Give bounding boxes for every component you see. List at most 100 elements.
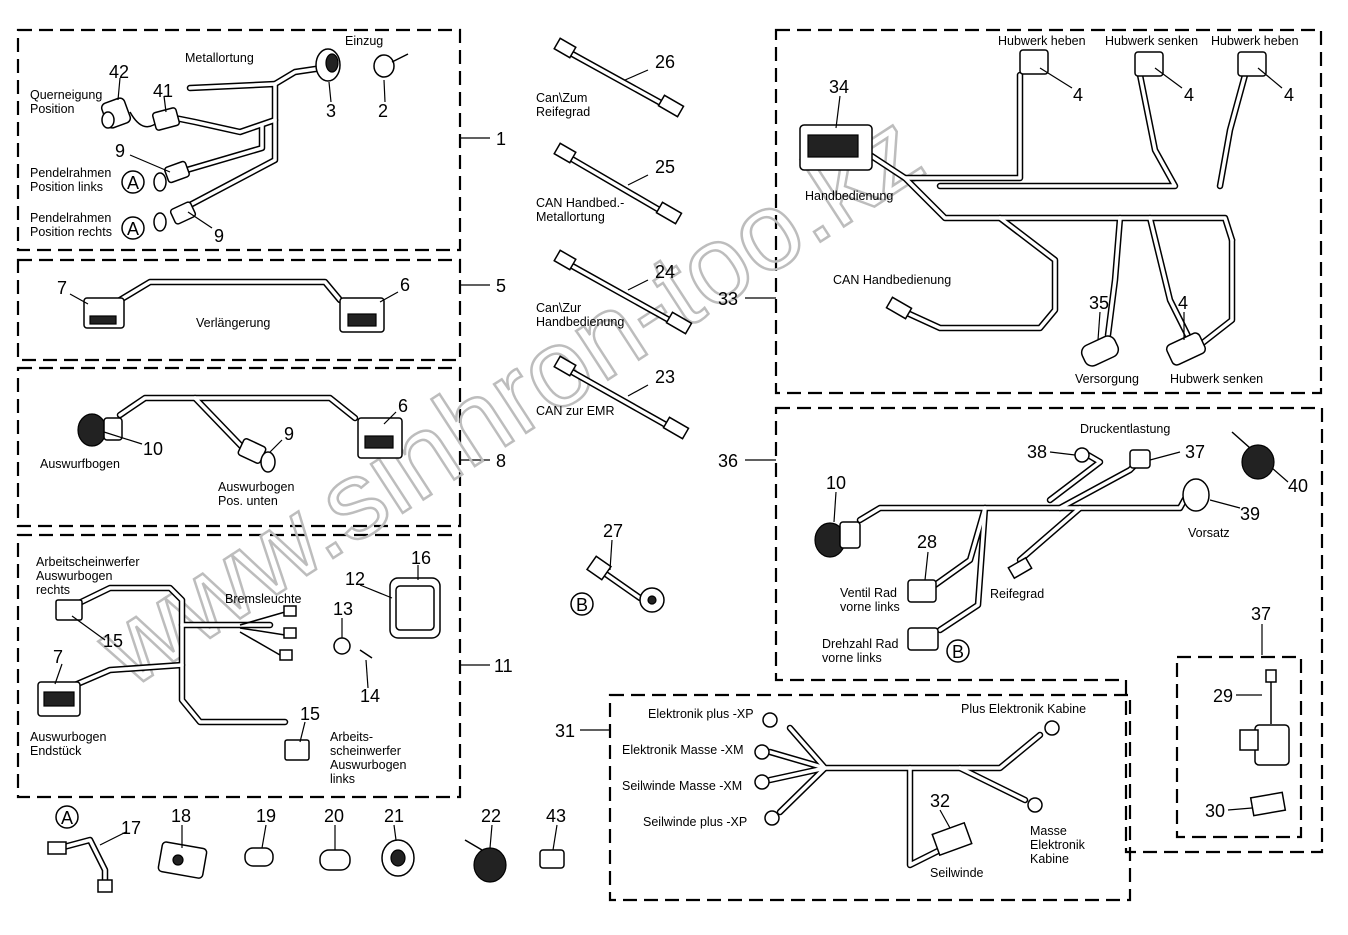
svg-text:Masse: Masse — [1030, 824, 1067, 838]
num-29: 29 — [1213, 686, 1233, 706]
num-10b: 10 — [826, 473, 846, 493]
num-7a: 7 — [57, 278, 67, 298]
svg-text:Bremsleuchte: Bremsleuchte — [225, 592, 301, 606]
num-4d: 4 — [1178, 293, 1188, 313]
svg-text:vorne links: vorne links — [822, 651, 882, 665]
svg-text:Plus Elektronik Kabine: Plus Elektronik Kabine — [961, 702, 1086, 716]
svg-text:Hubwerk heben: Hubwerk heben — [1211, 34, 1299, 48]
num-10a: 10 — [143, 439, 163, 459]
num-26: 26 — [655, 52, 675, 72]
svg-text:Auswurfbogen: Auswurfbogen — [40, 457, 120, 471]
num-8: 8 — [496, 451, 506, 471]
svg-text:Endstück: Endstück — [30, 744, 82, 758]
num-9b: 9 — [214, 226, 224, 246]
num-28: 28 — [917, 532, 937, 552]
num-21: 21 — [384, 806, 404, 826]
num-19: 19 — [256, 806, 276, 826]
svg-text:Hubwerk senken: Hubwerk senken — [1105, 34, 1198, 48]
svg-text:vorne links: vorne links — [840, 600, 900, 614]
group-box-31 — [608, 693, 1132, 902]
group-box-11 — [16, 533, 462, 799]
svg-text:Auswurbogen: Auswurbogen — [36, 569, 112, 583]
num-18: 18 — [171, 806, 191, 826]
part-numbers: 1 2 3 4 4 4 4 5 6 6 7 7 8 9 9 9 10 10 11… — [53, 52, 1308, 838]
svg-text:Position: Position — [30, 102, 75, 116]
group-box-1 — [16, 28, 462, 252]
group-box-37 — [1175, 655, 1303, 839]
num-27: 27 — [603, 521, 623, 541]
svg-text:Hubwerk heben: Hubwerk heben — [998, 34, 1086, 48]
svg-text:rechts: rechts — [36, 583, 70, 597]
harness-11 — [37, 577, 441, 761]
num-22: 22 — [481, 806, 501, 826]
num-13: 13 — [333, 599, 353, 619]
num-38: 38 — [1027, 442, 1047, 462]
svg-text:Drehzahl Rad: Drehzahl Rad — [822, 637, 898, 651]
circle-letter-b-1: B — [570, 592, 594, 616]
svg-text:Metallortung: Metallortung — [185, 51, 254, 65]
svg-text:Einzug: Einzug — [345, 34, 383, 48]
svg-text:Pos. unten: Pos. unten — [218, 494, 278, 508]
svg-text:Verlängerung: Verlängerung — [196, 316, 270, 330]
svg-text:Druckentlastung: Druckentlastung — [1080, 422, 1170, 436]
svg-text:B: B — [952, 642, 964, 662]
svg-text:Auswurbogen: Auswurbogen — [30, 730, 106, 744]
svg-text:Position links: Position links — [30, 180, 103, 194]
harness-8 — [77, 394, 403, 473]
num-36: 36 — [718, 451, 738, 471]
circle-letter-a-2: A — [121, 216, 145, 240]
num-11: 11 — [494, 656, 513, 676]
svg-text:A: A — [61, 808, 73, 828]
num-12: 12 — [345, 569, 365, 589]
svg-text:Auswurbogen: Auswurbogen — [218, 480, 294, 494]
svg-text:Kabine: Kabine — [1030, 852, 1069, 866]
harness-31 — [754, 712, 1060, 869]
group-box-8 — [16, 366, 462, 528]
group-leaders — [460, 137, 776, 731]
svg-text:Metallortung: Metallortung — [536, 210, 605, 224]
can-cable-24 — [553, 249, 693, 335]
svg-text:Seilwinde: Seilwinde — [930, 866, 984, 880]
can-cable-23 — [553, 355, 690, 440]
svg-text:Position rechts: Position rechts — [30, 225, 112, 239]
num-23: 23 — [655, 367, 675, 387]
svg-text:Seilwinde Masse -XM: Seilwinde Masse -XM — [622, 779, 742, 793]
svg-text:Arbeits-: Arbeits- — [330, 730, 373, 744]
num-24: 24 — [655, 262, 675, 282]
num-2: 2 — [378, 101, 388, 121]
can-cable-25 — [553, 142, 683, 225]
num-33: 33 — [718, 289, 738, 309]
svg-text:B: B — [576, 595, 588, 615]
can-cable-26 — [553, 37, 685, 118]
svg-text:CAN zur EMR: CAN zur EMR — [536, 404, 614, 418]
svg-text:Vorsatz: Vorsatz — [1188, 526, 1230, 540]
circle-letter-a-1: A — [121, 170, 145, 194]
num-4b: 4 — [1184, 85, 1194, 105]
num-17: 17 — [121, 818, 141, 838]
svg-text:Reifegrad: Reifegrad — [536, 105, 590, 119]
num-25: 25 — [655, 157, 675, 177]
num-5: 5 — [496, 276, 506, 296]
circle-letter-b-2: B — [946, 639, 970, 663]
num-6b: 6 — [398, 396, 408, 416]
svg-text:Versorgung: Versorgung — [1075, 372, 1139, 386]
svg-text:Can\Zum: Can\Zum — [536, 91, 587, 105]
svg-text:Can\Zur: Can\Zur — [536, 301, 581, 315]
svg-text:Handbedienung: Handbedienung — [536, 315, 624, 329]
num-14: 14 — [360, 686, 380, 706]
num-42: 42 — [109, 62, 129, 82]
num-3: 3 — [326, 101, 336, 121]
num-15b: 15 — [300, 704, 320, 724]
num-7b: 7 — [53, 647, 63, 667]
circle-letter-a-3: A — [55, 805, 79, 829]
num-40: 40 — [1288, 476, 1308, 496]
num-4a: 4 — [1073, 85, 1083, 105]
bottom-parts — [47, 836, 565, 893]
svg-text:Seilwinde plus -XP: Seilwinde plus -XP — [643, 815, 747, 829]
svg-text:Reifegrad: Reifegrad — [990, 587, 1044, 601]
svg-text:scheinwerfer: scheinwerfer — [330, 744, 401, 758]
num-4c: 4 — [1284, 85, 1294, 105]
svg-text:A: A — [127, 219, 139, 239]
svg-text:Querneigung: Querneigung — [30, 88, 102, 102]
